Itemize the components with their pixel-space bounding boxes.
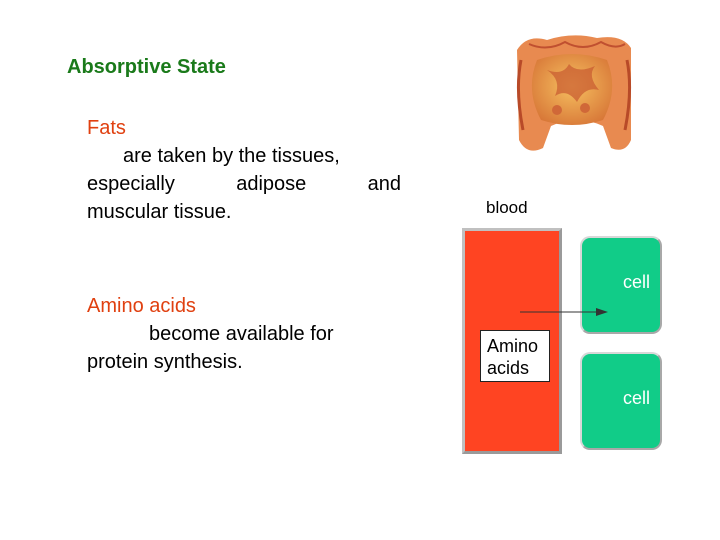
amino-heading: Amino acids (87, 295, 196, 317)
fats-heading: Fats (87, 117, 126, 139)
cell-top: cell (580, 236, 662, 334)
cell-bottom-label: cell (622, 388, 650, 408)
fats-line-1: are taken by the tissues, (123, 145, 340, 167)
blood-label: blood (486, 198, 528, 217)
amino-line-2: protein synthesis. (87, 351, 243, 373)
fats-line-3: muscular tissue. (87, 201, 232, 223)
amino-acids-box: Amino acids (480, 330, 550, 382)
amino-line-1: become available for (149, 323, 334, 345)
arrow-icon (520, 308, 608, 316)
cell-bottom: cell (580, 352, 662, 450)
intestine-image (507, 30, 637, 158)
amino-box-line-1: Amino (487, 336, 539, 356)
fats-section: Fats are taken by the tissues, especiall… (87, 114, 401, 226)
slide-title: Absorptive State (67, 56, 226, 78)
amino-section: Amino acids become available for protein… (87, 292, 401, 376)
amino-box-line-2: acids (487, 358, 530, 378)
cell-top-label: cell (622, 272, 650, 292)
fats-line-2: especially adipose and (87, 173, 401, 195)
